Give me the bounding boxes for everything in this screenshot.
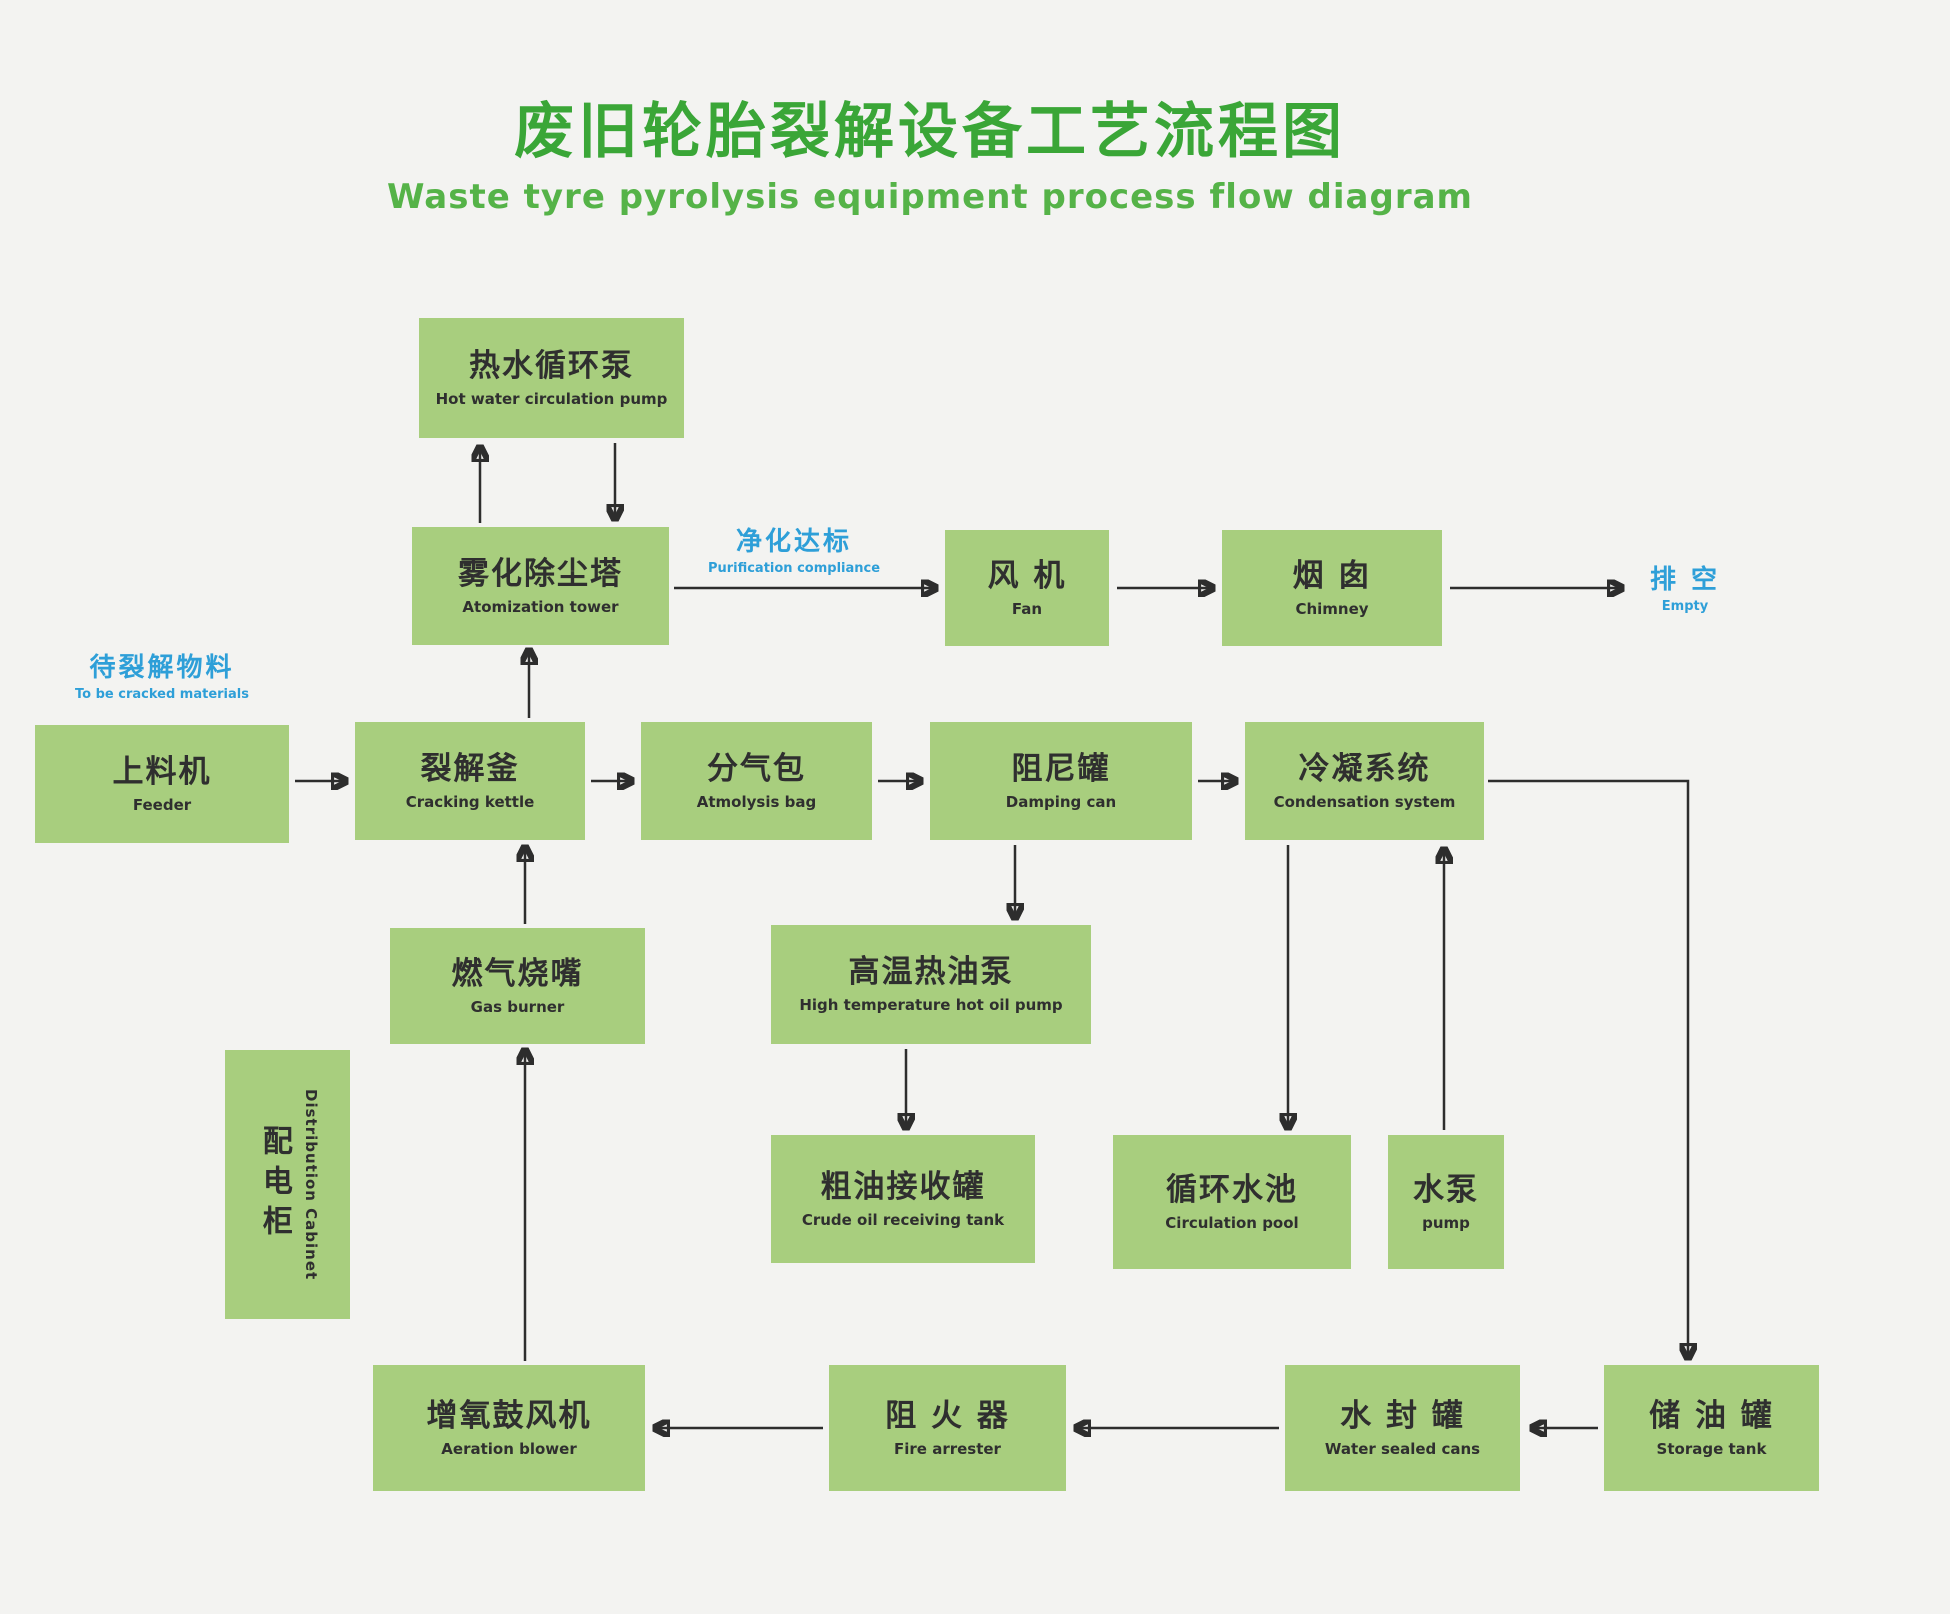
node-label-en: Atmolysis bag [696,792,817,811]
node-label-zh: 储 油 罐 [1649,1397,1774,1434]
node-label-en: Cracking kettle [405,792,535,811]
node-label-en: pump [1422,1213,1470,1232]
node-aeration-blower: 增氧鼓风机 Aeration blower [373,1365,645,1491]
node-label-en: Atomization tower [462,597,619,616]
node-label-zh: 配电柜 [256,1124,292,1245]
node-label-zh: 增氧鼓风机 [426,1397,592,1434]
annotation-to-be-cracked-materials: 待裂解物料 To be cracked materials [35,653,289,702]
node-label-en: Crude oil receiving tank [801,1210,1005,1229]
node-label-en: Fire arrester [894,1439,1001,1458]
node-high-temperature-hot-oil-pump: 高温热油泵 High temperature hot oil pump [771,925,1091,1044]
node-label-zh: 分气包 [707,750,806,787]
node-label-zh: 水 封 罐 [1340,1397,1465,1434]
annotation-en: To be cracked materials [75,687,249,703]
node-label-zh: 燃气烧嘴 [451,955,584,992]
node-label-en: Hot water circulation pump [435,389,668,408]
annotation-zh: 排 空 [1649,565,1721,595]
node-atomization-tower: 雾化除尘塔 Atomization tower [412,527,669,645]
node-atmolysis-bag: 分气包 Atmolysis bag [641,722,872,840]
node-label-en: Chimney [1295,599,1369,618]
node-gas-burner: 燃气烧嘴 Gas burner [390,928,645,1044]
node-label-zh: 风 机 [987,557,1067,594]
node-label-zh: 上料机 [112,753,212,790]
node-label-en: Gas burner [470,997,565,1016]
node-crude-oil-receiving-tank: 粗油接收罐 Crude oil receiving tank [771,1135,1035,1263]
node-label-zh: 冷凝系统 [1298,750,1431,787]
node-label-zh: 高温热油泵 [848,954,1014,991]
diagram-title-en: Waste tyre pyrolysis equipment process f… [387,177,1473,217]
node-water-pump: 水泵 pump [1388,1135,1504,1269]
node-label-zh: 阻尼罐 [1011,750,1111,787]
node-label-zh: 水泵 [1413,1171,1479,1208]
node-fire-arrester: 阻 火 器 Fire arrester [829,1365,1066,1491]
node-label-en: Water sealed cans [1324,1439,1481,1458]
annotation-zh: 净化达标 [735,527,852,557]
node-label-en: Damping can [1005,792,1117,811]
node-cracking-kettle: 裂解釜 Cracking kettle [355,722,585,840]
diagram-title-zh: 废旧轮胎裂解设备工艺流程图 [514,97,1346,167]
node-hot-water-circulation-pump: 热水循环泵 Hot water circulation pump [419,318,684,438]
node-label-en: Feeder [132,795,192,814]
node-label-zh: 粗油接收罐 [820,1168,986,1205]
node-label-zh: 循环水池 [1166,1171,1298,1208]
node-damping-can: 阻尼罐 Damping can [930,722,1192,840]
node-condensation-system: 冷凝系统 Condensation system [1245,722,1484,840]
annotation-en: Empty [1661,599,1709,615]
annotation-purification-compliance: 净化达标 Purification compliance [694,527,894,576]
node-label-en: Distribution Cabinet [302,1088,321,1281]
annotation-empty-exhaust: 排 空 Empty [1630,565,1740,614]
node-label-zh: 阻 火 器 [885,1397,1010,1434]
diagram-title: 废旧轮胎裂解设备工艺流程图 Waste tyre pyrolysis equip… [0,97,1860,218]
node-label-en: Fan [1011,599,1043,618]
node-fan: 风 机 Fan [945,530,1109,646]
node-label-zh: 雾化除尘塔 [458,555,623,592]
node-label-zh: 裂解釜 [420,750,520,787]
node-label-en: High temperature hot oil pump [799,996,1063,1015]
node-label-zh: 热水循环泵 [469,347,634,384]
node-label-en: Condensation system [1273,792,1456,811]
node-circulation-pool: 循环水池 Circulation pool [1113,1135,1351,1269]
annotation-zh: 待裂解物料 [89,653,235,683]
node-label-en: Aeration blower [441,1439,577,1458]
node-water-sealed-cans: 水 封 罐 Water sealed cans [1285,1365,1520,1491]
node-chimney: 烟 囱 Chimney [1222,530,1442,646]
node-label-en: Storage tank [1656,1439,1767,1458]
node-distribution-cabinet: 配电柜 Distribution Cabinet [225,1050,350,1319]
node-storage-tank: 储 油 罐 Storage tank [1604,1365,1819,1491]
annotation-en: Purification compliance [707,561,881,577]
node-label-en: Circulation pool [1165,1213,1299,1232]
node-label-zh: 烟 囱 [1292,557,1372,594]
node-feeder: 上料机 Feeder [35,725,289,843]
